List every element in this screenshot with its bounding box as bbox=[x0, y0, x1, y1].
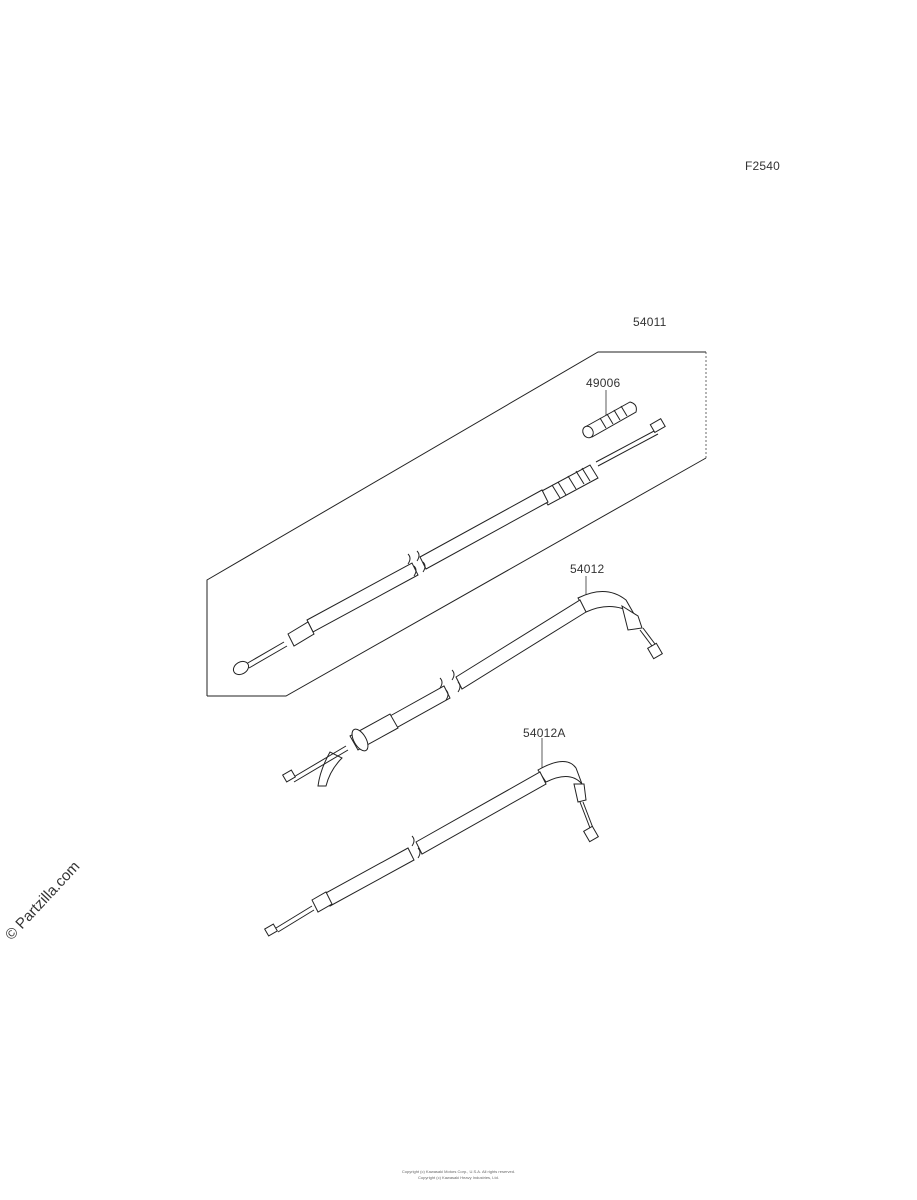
leader-lines bbox=[541, 390, 607, 770]
cable-54011 bbox=[232, 417, 666, 676]
part-label-54011[interactable]: 54011 bbox=[633, 315, 667, 329]
kit-outline-54011 bbox=[206, 351, 707, 697]
part-label-54012a[interactable]: 54012A bbox=[523, 726, 566, 740]
copyright-line-1: Copyright (c) Kawasaki Motors Corp., U.S… bbox=[401, 1169, 516, 1174]
part-label-54012[interactable]: 54012 bbox=[570, 562, 605, 576]
boot-49006 bbox=[582, 401, 637, 439]
cable-54012a bbox=[263, 761, 600, 937]
figure-code: F2540 bbox=[745, 159, 781, 173]
copyright-line-2: Copyright (c) Kawasaki Heavy Industries,… bbox=[418, 1175, 499, 1180]
cable-54012 bbox=[281, 591, 664, 787]
part-label-49006[interactable]: 49006 bbox=[586, 376, 621, 390]
